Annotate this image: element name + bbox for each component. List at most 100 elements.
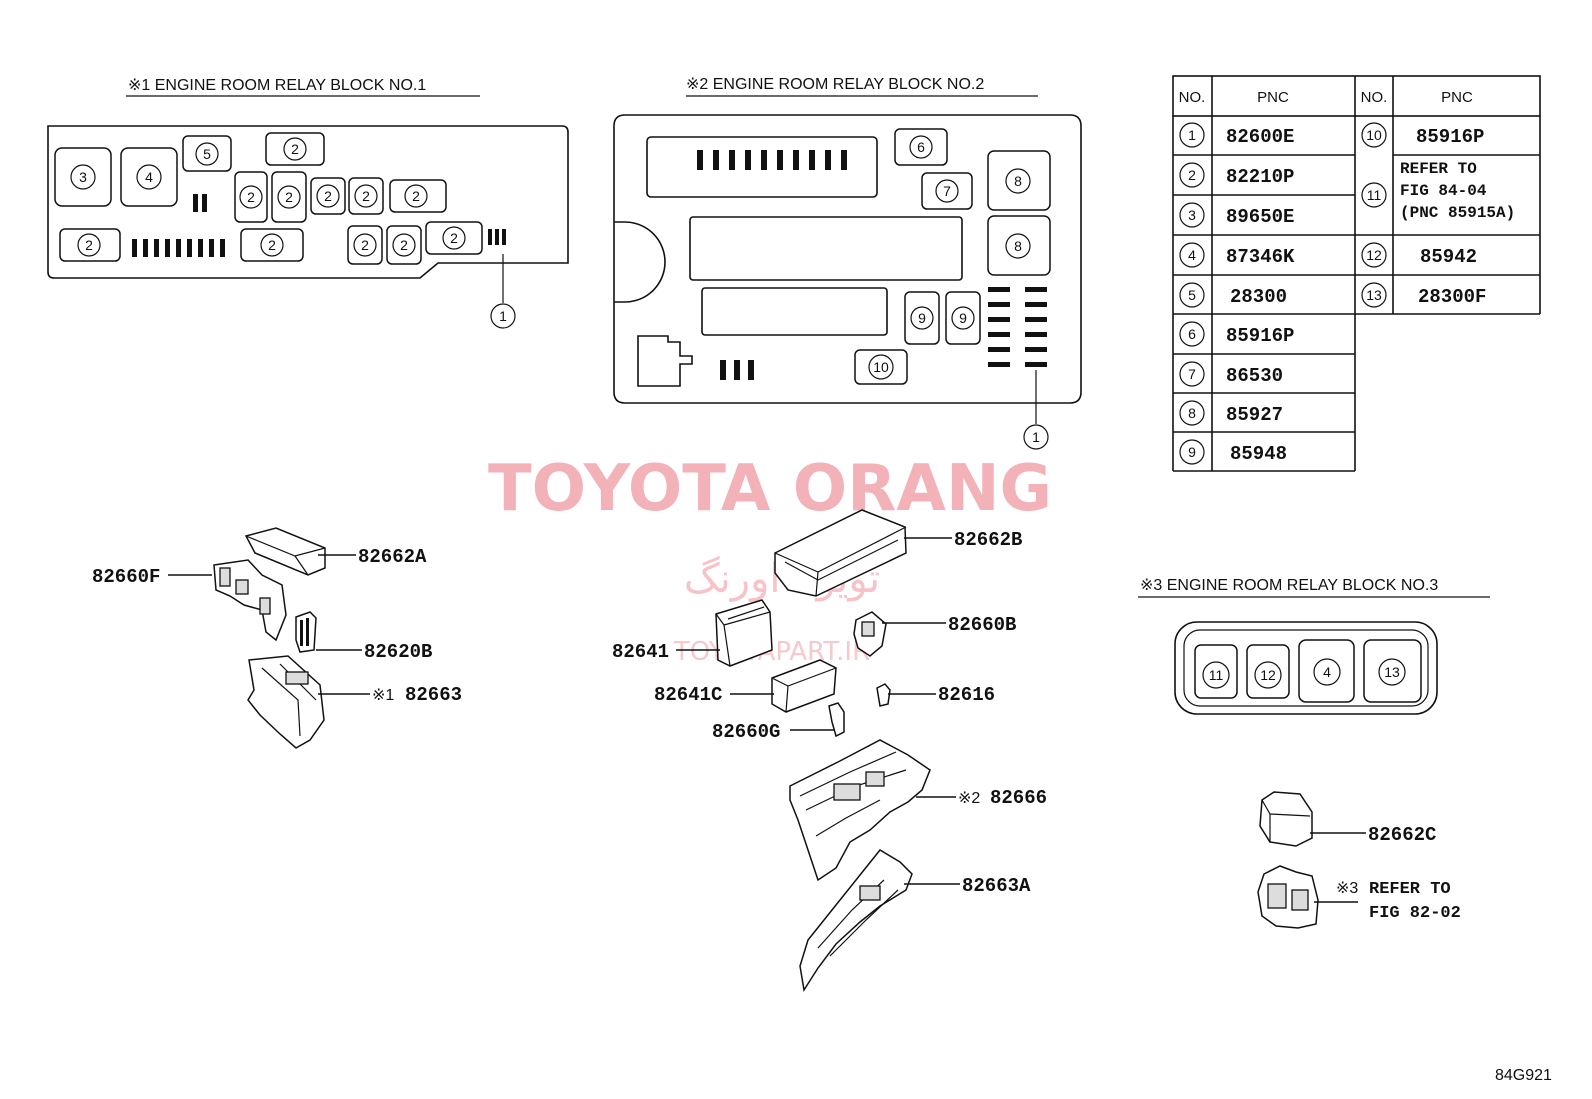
block1-slot-2g-label: 2 — [85, 237, 93, 253]
block2-slot-6-label: 6 — [917, 139, 925, 155]
table-row: 12 85942 — [1361, 242, 1477, 268]
row-no: 10 — [1366, 127, 1382, 143]
part-82660F-shape — [213, 559, 287, 642]
row-pnc: 85916P — [1416, 126, 1484, 148]
table-row: 8 85927 — [1179, 400, 1283, 426]
table-header-no-left: NO. — [1179, 89, 1206, 106]
block1-slot-2k-label: 2 — [450, 230, 458, 246]
watermark-brand: TOYOTA ORANG — [488, 452, 1052, 526]
block2-fuse-bars-bottom — [720, 360, 754, 380]
refer-line2: FIG 82-02 — [1369, 904, 1461, 923]
block2-fuse-grid — [988, 287, 1047, 367]
block1-slot-2i-label: 2 — [361, 237, 369, 253]
row-pnc-line1: REFER TO — [1400, 160, 1477, 178]
part-82662A-label: 82662A — [358, 546, 427, 568]
part-82616-shape — [876, 683, 891, 707]
block3-slot-4 — [1298, 639, 1355, 703]
table-row: 6 85916P — [1179, 321, 1294, 347]
block1-leader-label: 1 — [499, 308, 507, 324]
row-no: 3 — [1188, 207, 1196, 223]
block1-slot-2c — [271, 171, 307, 223]
block1-slot-2e — [348, 177, 384, 215]
table-row: 1 82600E — [1179, 122, 1294, 148]
part-82663-label: 82663 — [405, 684, 462, 706]
block2-slot-9b-label: 9 — [959, 310, 967, 326]
block2-slot-8b-label: 8 — [1014, 238, 1022, 254]
block1-fuse-bars — [132, 194, 506, 257]
figure-code: 84G921 — [1495, 1067, 1552, 1084]
block1-slot-2h — [240, 228, 304, 262]
row-pnc: 85948 — [1230, 443, 1287, 465]
left-exploded-parts: 82662A 82660F 82620B ※1 82663 — [92, 527, 462, 749]
block1-leader-callout — [490, 303, 516, 329]
table-row: 10 85916P — [1361, 122, 1484, 148]
row-pnc: 28300 — [1230, 286, 1287, 308]
row-pnc: 82600E — [1226, 126, 1294, 148]
block2-slot-10 — [854, 349, 908, 385]
part-82662C-shape — [1259, 791, 1313, 847]
part-82663A-shape — [799, 849, 913, 993]
part-82666-mark: ※2 — [958, 790, 980, 807]
block2-slot-9a-label: 9 — [918, 310, 926, 326]
block1-slot-2b — [234, 171, 268, 223]
block3-slot-13 — [1363, 639, 1422, 703]
block1-slot-3-label: 3 — [79, 169, 87, 185]
block2-slot-6 — [894, 128, 948, 166]
part-82662C-label: 82662C — [1368, 824, 1436, 846]
block2-title: ※2 ENGINE ROOM RELAY BLOCK NO.2 — [686, 76, 984, 93]
block1-slot-2d-label: 2 — [324, 188, 332, 204]
part-82620B-label: 82620B — [364, 641, 432, 663]
part-refer-block-shape — [1257, 865, 1319, 929]
row-no: 8 — [1188, 405, 1196, 421]
table-row: 13 28300F — [1361, 282, 1486, 308]
center-exploded-parts: 82662B 82641 82660B 82641C 82616 82660G … — [612, 509, 1047, 993]
block1-slot-2a — [265, 132, 325, 166]
block2-slot-9a — [904, 291, 940, 345]
row-pnc: 89650E — [1226, 206, 1294, 228]
block1-slot-2j-label: 2 — [400, 237, 408, 253]
block2-leader-callout — [1023, 424, 1049, 450]
pnc-table: NO. PNC NO. PNC 1 82600E 2 82210P 3 8965… — [1172, 75, 1541, 472]
part-82660G-label: 82660G — [712, 721, 780, 743]
row-pnc: 85916P — [1226, 325, 1294, 347]
row-no: 11 — [1367, 187, 1382, 203]
row-pnc: 85927 — [1226, 404, 1283, 426]
part-82662B-label: 82662B — [954, 529, 1022, 551]
row-pnc: 87346K — [1226, 246, 1295, 268]
table-row: 4 87346K — [1179, 242, 1295, 268]
block2-slot-7 — [921, 172, 973, 210]
relay-block-no2: ※2 ENGINE ROOM RELAY BLOCK NO.2 6 7 8 8 — [613, 76, 1082, 450]
row-no: 6 — [1188, 326, 1196, 342]
row-pnc-line2: FIG 84-04 — [1400, 182, 1487, 200]
block2-slot-8a — [987, 150, 1051, 211]
table-row: 11 REFER TO FIG 84-04 (PNC 85915A) — [1361, 160, 1515, 222]
part-82641-label: 82641 — [612, 641, 669, 663]
row-no: 1 — [1188, 127, 1196, 143]
block1-slot-2j — [386, 225, 422, 265]
table-header-pnc-left: PNC — [1257, 89, 1289, 106]
table-header-pnc-right: PNC — [1441, 89, 1473, 106]
block1-slot-2d — [310, 177, 346, 215]
block1-slot-2k — [425, 221, 483, 255]
block2-slot-8b — [987, 215, 1051, 276]
row-no: 7 — [1188, 366, 1196, 382]
block1-slot-2b-label: 2 — [247, 189, 255, 205]
block1-slot-4-label: 4 — [145, 169, 153, 185]
block1-slot-5 — [182, 135, 232, 172]
relay-block-no1: ※1 ENGINE ROOM RELAY BLOCK NO.1 3 4 5 2 … — [47, 77, 569, 329]
block1-slot-3 — [54, 147, 112, 207]
part-82660B-label: 82660B — [948, 614, 1016, 636]
row-no: 9 — [1188, 444, 1196, 460]
block2-slot-9b — [945, 291, 981, 345]
block1-slot-5-label: 5 — [203, 146, 211, 162]
block1-slot-2a-label: 2 — [291, 141, 299, 157]
part-82660F-label: 82660F — [92, 566, 160, 588]
block1-title: ※1 ENGINE ROOM RELAY BLOCK NO.1 — [128, 77, 426, 94]
relay-block-no3: ※3 ENGINE ROOM RELAY BLOCK NO.3 11 12 4 … — [1138, 577, 1490, 715]
block1-slot-2f — [389, 179, 447, 213]
part-82660G-shape — [828, 702, 845, 738]
part-82641-shape — [715, 599, 773, 667]
block1-slot-2i — [347, 225, 383, 265]
